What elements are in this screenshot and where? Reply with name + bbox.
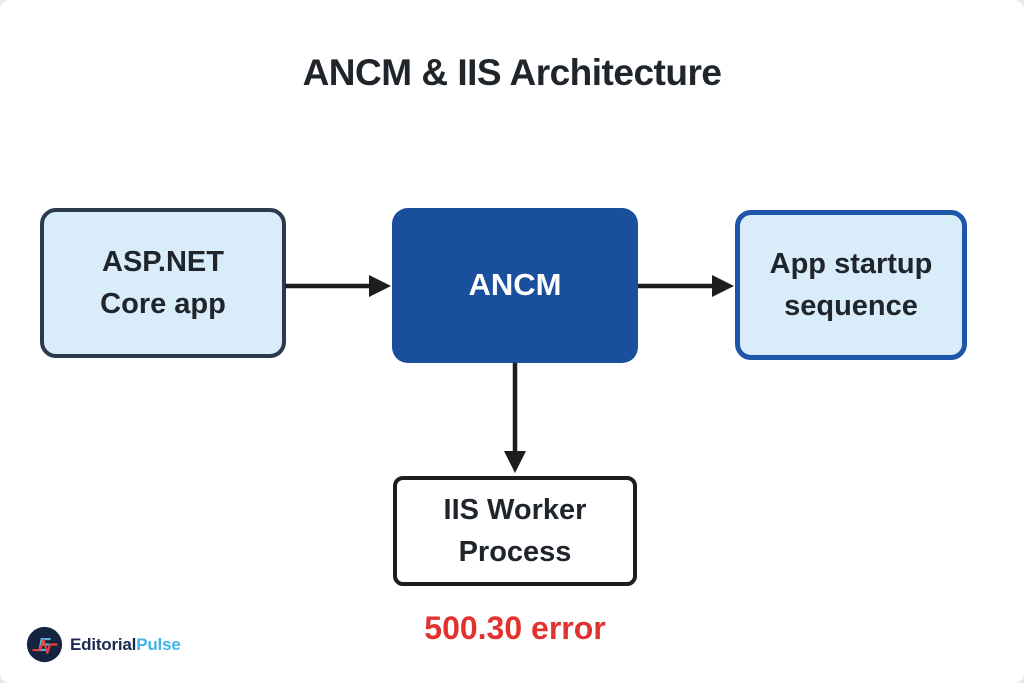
node-label-line: IIS Worker xyxy=(443,493,587,526)
editorialpulse-logo-text: EditorialPulse xyxy=(70,635,181,655)
node-ancm: ANCM xyxy=(392,208,638,363)
node-label-line: App startup xyxy=(769,247,933,280)
node-iis-worker-process: IIS Worker Process xyxy=(393,476,637,586)
node-label-line: sequence xyxy=(784,290,918,322)
editorialpulse-logo: E EditorialPulse xyxy=(26,626,181,663)
node-label-line: ANCM xyxy=(468,267,562,303)
node-label-line: Core app xyxy=(100,288,226,320)
arrow-right-icon xyxy=(638,275,734,297)
node-app-startup-sequence: App startup sequence xyxy=(735,210,967,360)
error-label: 500.30 error xyxy=(424,610,606,646)
diagram-title: ANCM & IIS Architecture xyxy=(302,52,722,93)
node-label-line: ASP.NET xyxy=(102,245,224,278)
editorialpulse-logo-icon: E xyxy=(26,626,63,663)
node-asp-net-core-app: ASP.NET Core app xyxy=(40,208,286,358)
node-label-line: Process xyxy=(458,536,572,568)
arrow-right-icon xyxy=(285,275,391,297)
logo-brand-secondary: Pulse xyxy=(136,634,181,654)
logo-brand-primary: Editorial xyxy=(70,634,137,654)
arrow-down-icon xyxy=(504,363,526,473)
